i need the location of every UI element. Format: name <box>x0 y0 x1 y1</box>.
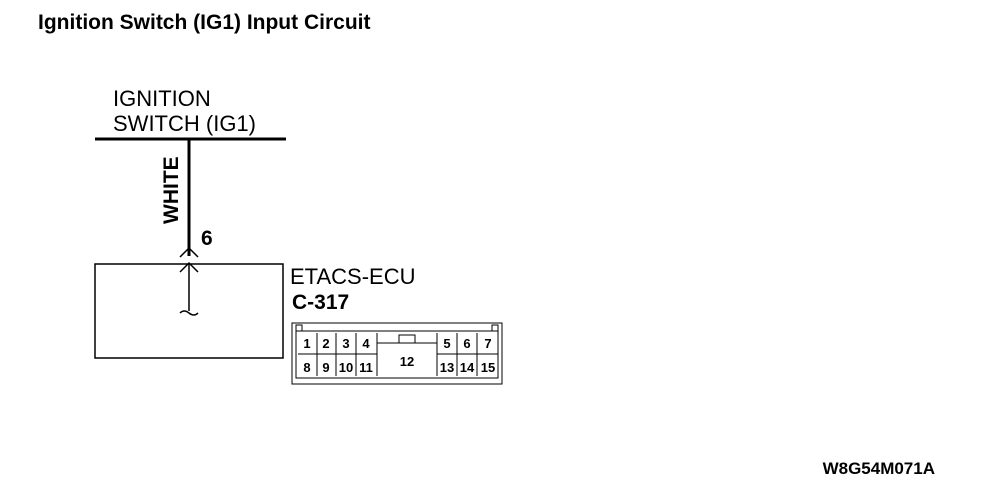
wire-color-label: WHITE <box>160 156 183 224</box>
pin-label: 11 <box>359 360 373 375</box>
figure-id: W8G54M071A <box>823 459 935 478</box>
connector-id-label: C-317 <box>292 291 349 314</box>
ecu-name-label: ETACS-ECU <box>290 264 416 289</box>
pin-label: 2 <box>322 336 329 351</box>
connector-c317-face <box>291 322 503 385</box>
pin-label: 5 <box>443 336 450 351</box>
pin-label: 9 <box>322 360 329 375</box>
pin-label: 7 <box>484 336 491 351</box>
pin-label: 14 <box>460 360 475 375</box>
pin-label: 3 <box>342 336 349 351</box>
pin-number-label: 6 <box>201 227 213 250</box>
internal-termination-icon <box>179 310 199 316</box>
pin-label: 15 <box>481 360 495 375</box>
pin-label: 1 <box>303 336 310 351</box>
pin-label: 8 <box>303 360 310 375</box>
page-title: Ignition Switch (IG1) Input Circuit <box>38 11 370 34</box>
ignition-switch-label-line1: IGNITION <box>113 86 211 111</box>
ignition-switch-label-line2: SWITCH (IG1) <box>113 111 256 136</box>
pin-label: 4 <box>362 336 370 351</box>
pin-label: 13 <box>440 360 454 375</box>
pin-label: 12 <box>400 354 414 369</box>
connector-arrow-upper <box>179 246 199 258</box>
pin-label: 6 <box>463 336 470 351</box>
pin-label: 10 <box>339 360 353 375</box>
